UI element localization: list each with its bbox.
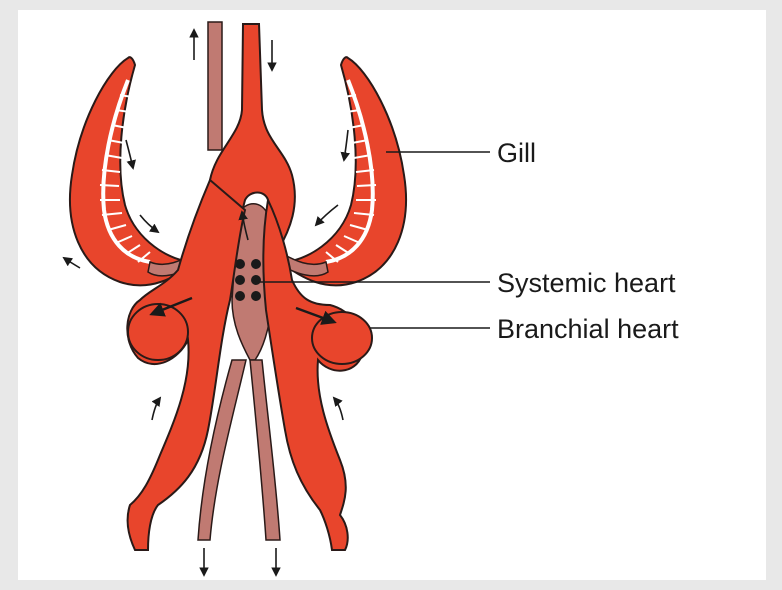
arrow-right-up [334, 398, 343, 420]
branchial-heart-label: Branchial heart [497, 314, 679, 344]
arrow-left-up [152, 398, 160, 420]
anterior-vein [208, 22, 222, 150]
arrow-right-gill-inner [316, 205, 338, 225]
arrow-right-gill-down [344, 130, 348, 160]
right-posterior-vein [250, 360, 280, 540]
left-branchial-vessel [127, 180, 245, 550]
gill-label: Gill [497, 138, 536, 168]
systemic-heart-label: Systemic heart [497, 268, 676, 298]
arrow-left-outer [64, 258, 80, 268]
arrow-left-gill-down [126, 140, 133, 168]
arrow-left-gill-inner [140, 215, 158, 232]
right-branchial-heart [312, 312, 372, 364]
right-gill [272, 57, 406, 285]
